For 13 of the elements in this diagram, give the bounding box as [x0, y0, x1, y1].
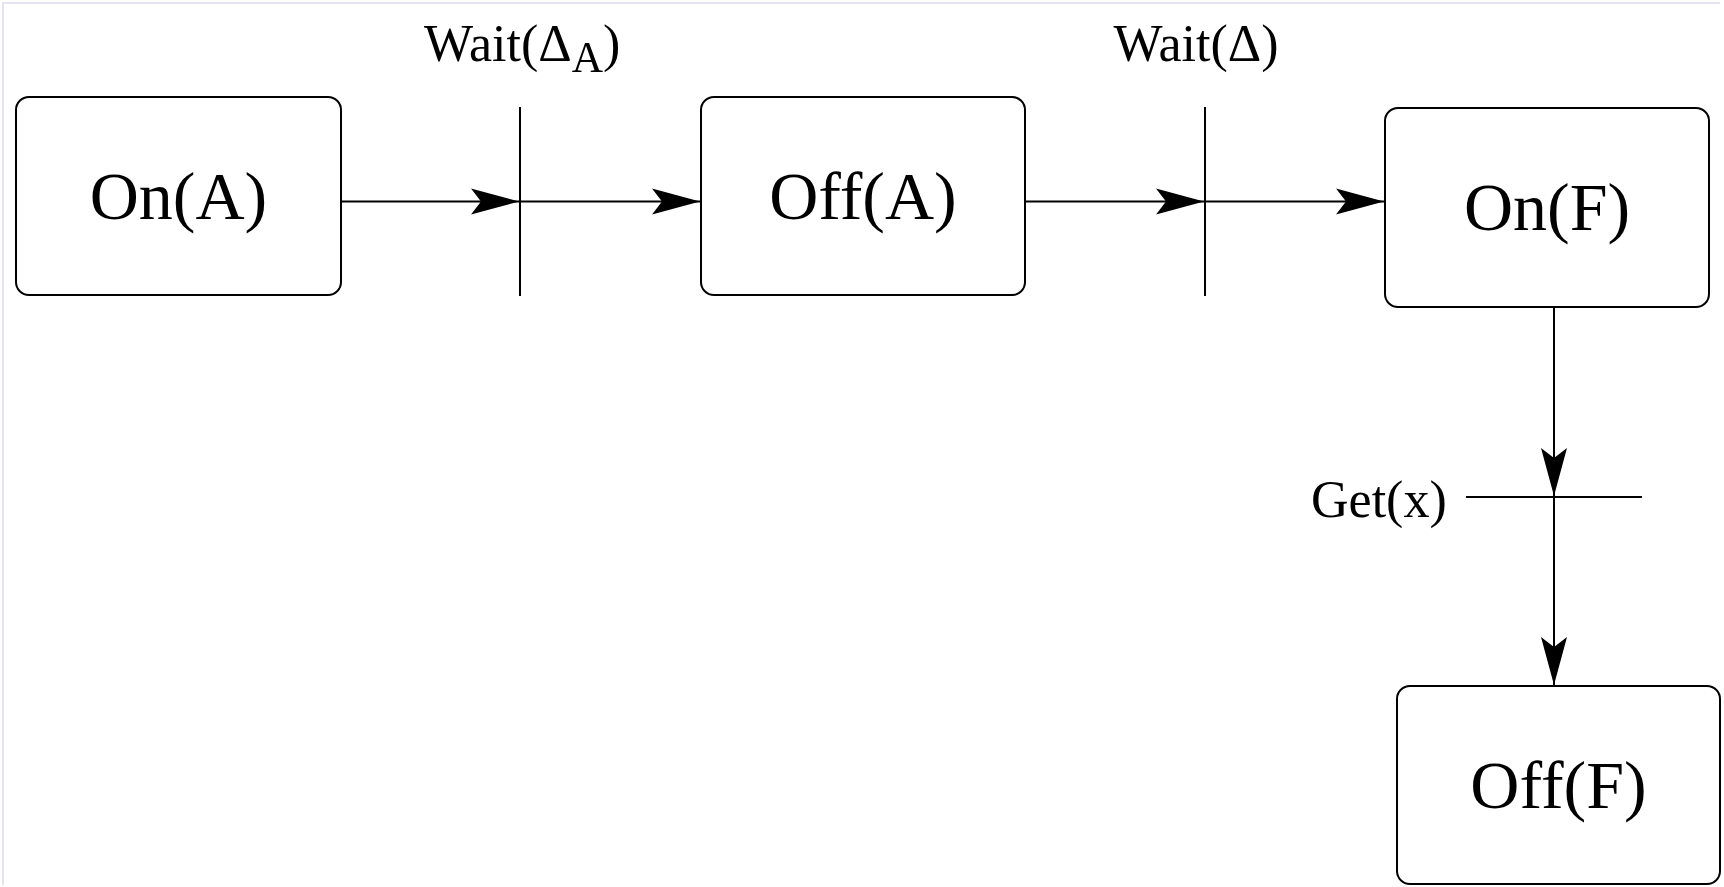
arrow [341, 188, 520, 215]
state-box: On(F) [1384, 107, 1710, 308]
state-box: Off(A) [700, 96, 1026, 296]
arrow [1025, 188, 1205, 215]
transition-label: Get(x) [1311, 474, 1447, 526]
transition-label: Wait(Δ$_{A}$) [424, 18, 621, 80]
state-box: On(A) [15, 96, 342, 296]
transition-label: Wait(Δ) [1113, 18, 1279, 70]
arrow [1541, 497, 1567, 686]
arrow [1541, 307, 1567, 497]
arrow [1205, 188, 1385, 215]
arrow [520, 188, 701, 215]
state-box: Off(F) [1396, 685, 1721, 885]
